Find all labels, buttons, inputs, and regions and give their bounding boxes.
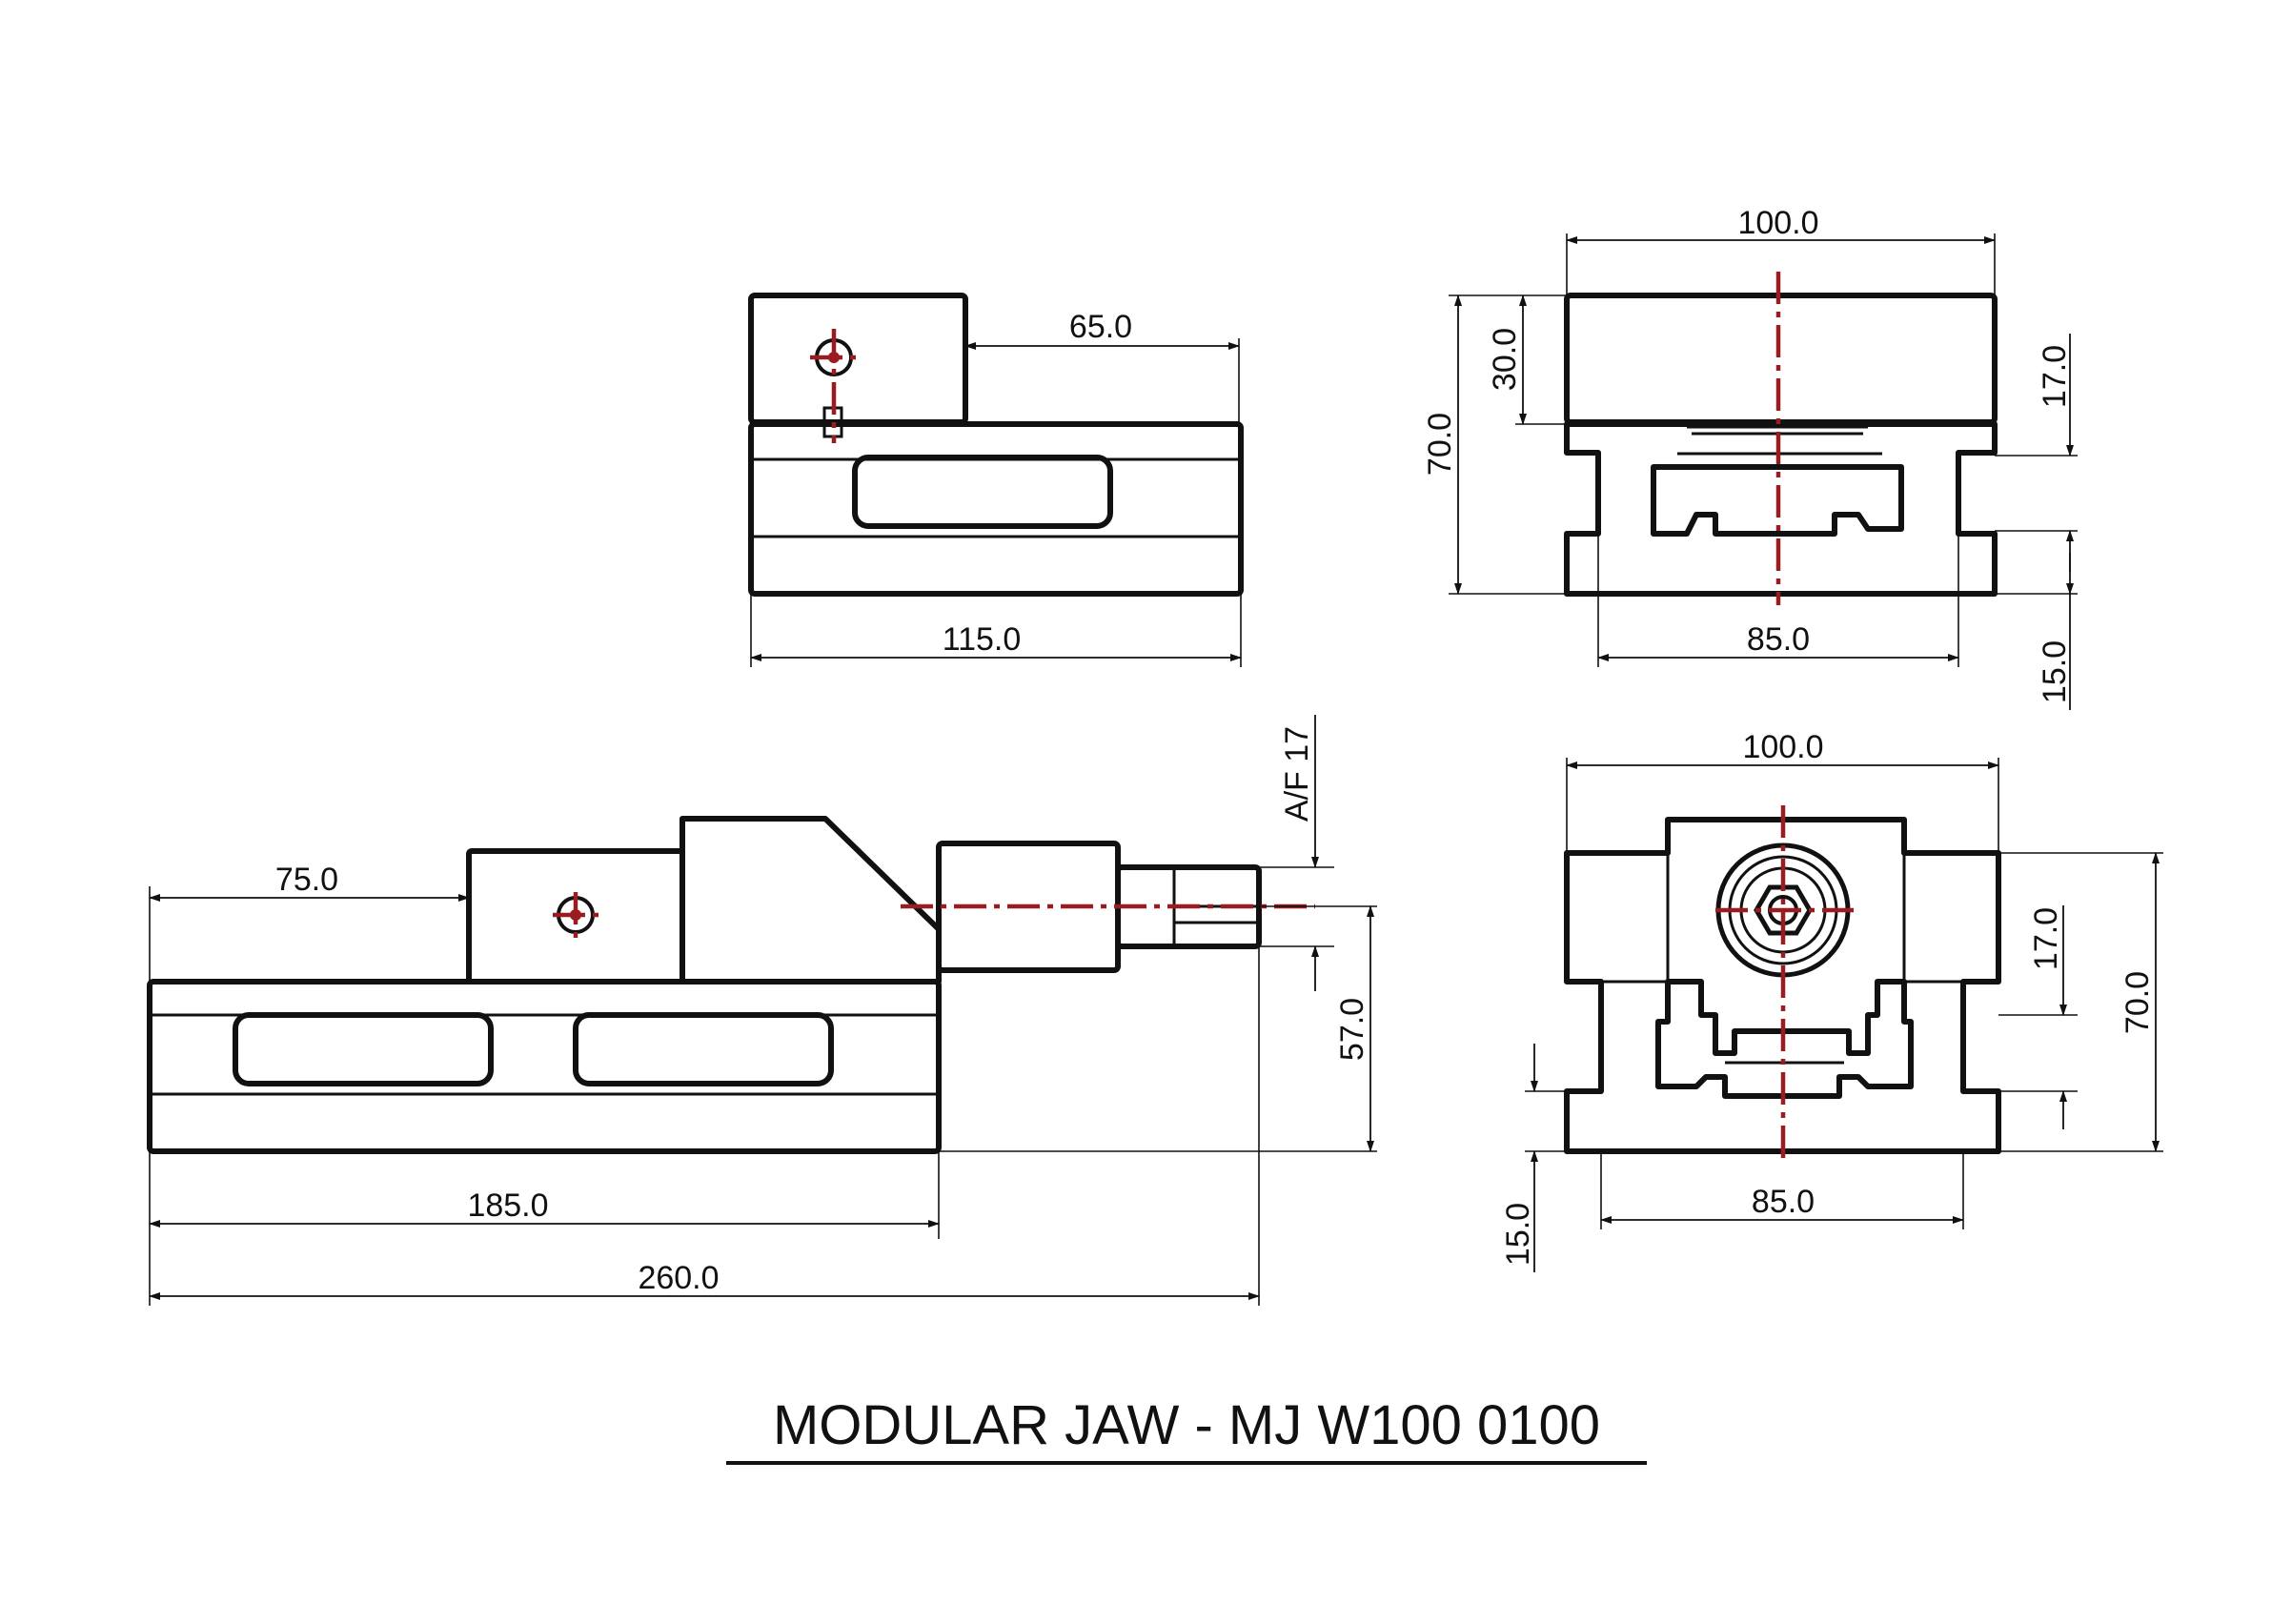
drawing-title: MODULAR JAW - MJ W100 0100: [773, 1394, 1600, 1456]
jaw-plate: [1564, 293, 1998, 425]
jaw-block: [748, 293, 968, 425]
dim-15-bottom: 15.0: [1500, 1203, 1536, 1266]
dim-260: 260.0: [638, 1260, 719, 1296]
slot-pocket-left: [233, 1012, 494, 1086]
dim-85-bottom: 85.0: [1752, 1184, 1815, 1220]
end-cap-profile: [1564, 817, 2001, 1154]
dim-70-bottom: 70.0: [2120, 971, 2156, 1034]
dim-30: 30.0: [1487, 328, 1523, 391]
t-slot: [1655, 979, 1914, 1099]
side-view-top: 65.0 115.0: [748, 293, 1244, 667]
dim-17-top: 17.0: [2037, 345, 2073, 408]
title-block: MODULAR JAW - MJ W100 0100: [726, 1394, 1647, 1465]
dim-15-top: 15.0: [2037, 640, 2073, 703]
front-view-bottom: 100.0 17.0 70.0 85.0 15.0: [1500, 729, 2163, 1272]
base-body: [748, 421, 1244, 597]
base-profile: [1564, 421, 1998, 597]
dim-185: 185.0: [467, 1188, 548, 1224]
dim-57: 57.0: [1334, 998, 1370, 1061]
front-view-top: 100.0 70.0 30.0 17.0 85.0 15.0: [1422, 205, 2078, 710]
dim-85-top: 85.0: [1747, 621, 1810, 658]
slot-pocket-right: [573, 1012, 834, 1086]
t-slot: [1651, 464, 1904, 537]
dim-17-bottom: 17.0: [2028, 907, 2064, 970]
dim-100-top: 100.0: [1737, 205, 1818, 241]
dim-70-top: 70.0: [1422, 413, 1458, 476]
dim-75: 75.0: [275, 862, 338, 898]
vise-body: [147, 979, 942, 1154]
dim-100-bottom: 100.0: [1742, 729, 1823, 765]
dim-65: 65.0: [1069, 309, 1132, 345]
moving-jaw: [679, 816, 942, 985]
dim-115: 115.0: [943, 621, 1022, 658]
dim-af17: A/F 17: [1279, 726, 1315, 822]
slot-pocket: [852, 455, 1113, 529]
side-view-bottom: 75.0 A/F 17 57.0 185.0 260.0: [147, 715, 1377, 1306]
